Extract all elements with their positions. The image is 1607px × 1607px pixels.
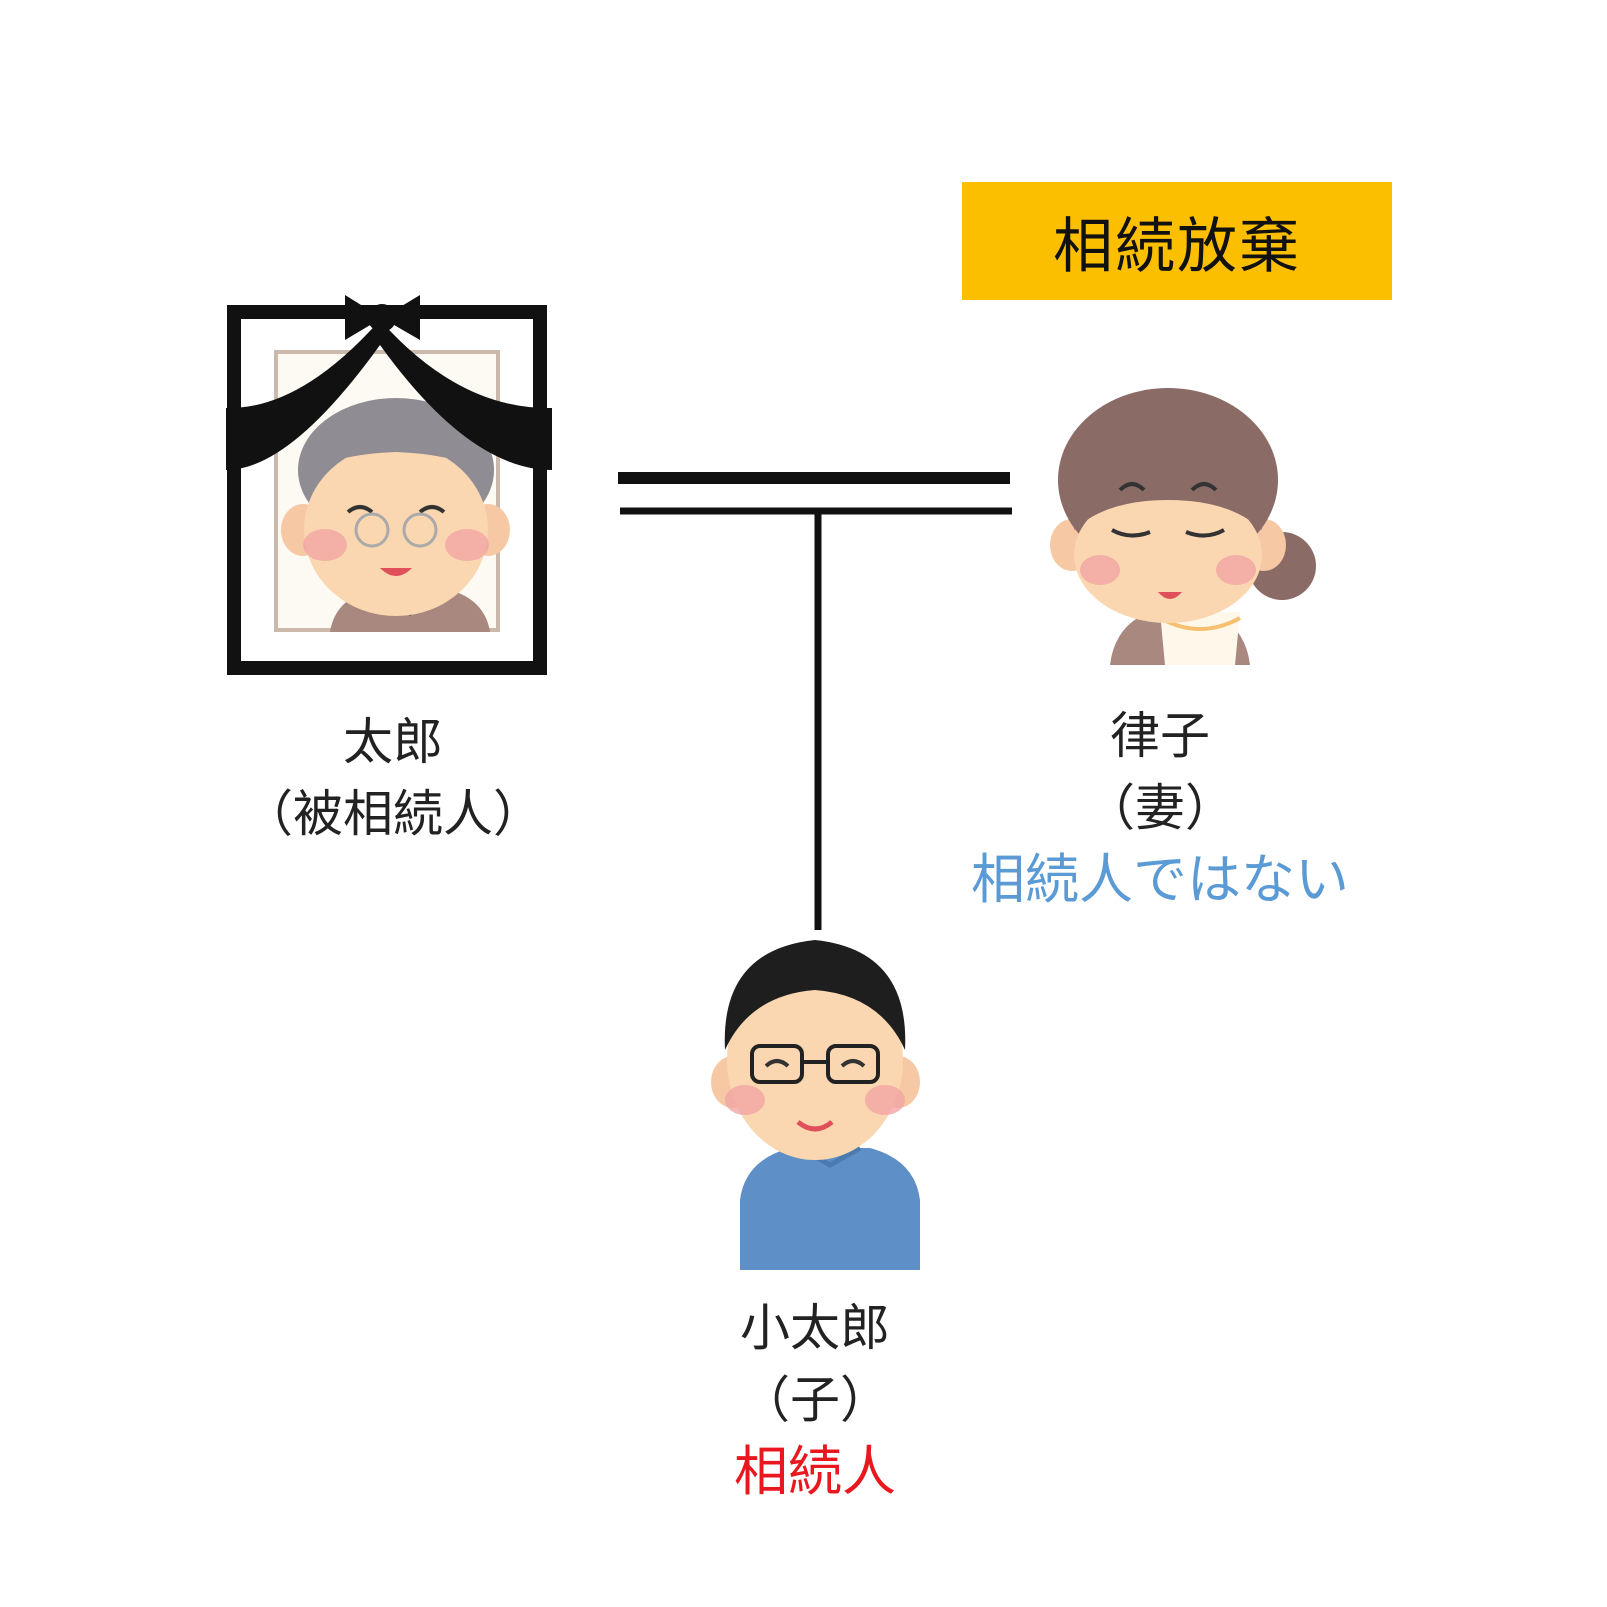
child-status: 相続人 [734,1440,896,1503]
deceased-label: 太郎 （被相続人） [228,706,558,850]
memorial-portrait-icon [226,295,552,675]
wife-status: 相続人ではない [971,848,1349,911]
child-label: 小太郎 （子） 相続人 [680,1292,950,1508]
renunciation-badge-label: 相続放棄 [1053,211,1301,282]
wife-label: 律子 （妻） 相続人ではない [930,700,1390,916]
wife-role: （妻） [1085,779,1235,837]
child-role: （子） [740,1371,890,1429]
deceased-name: 太郎 [343,713,443,771]
wife-name: 律子 [1110,707,1210,765]
man-with-glasses-icon [711,940,920,1270]
relationship-lines [618,472,1012,930]
elderly-woman-icon [1050,388,1316,665]
child-name: 小太郎 [740,1299,890,1357]
deceased-role: （被相続人） [243,785,543,843]
renunciation-badge: 相続放棄 [962,182,1392,300]
renunciation-badge-bg [962,182,1392,300]
